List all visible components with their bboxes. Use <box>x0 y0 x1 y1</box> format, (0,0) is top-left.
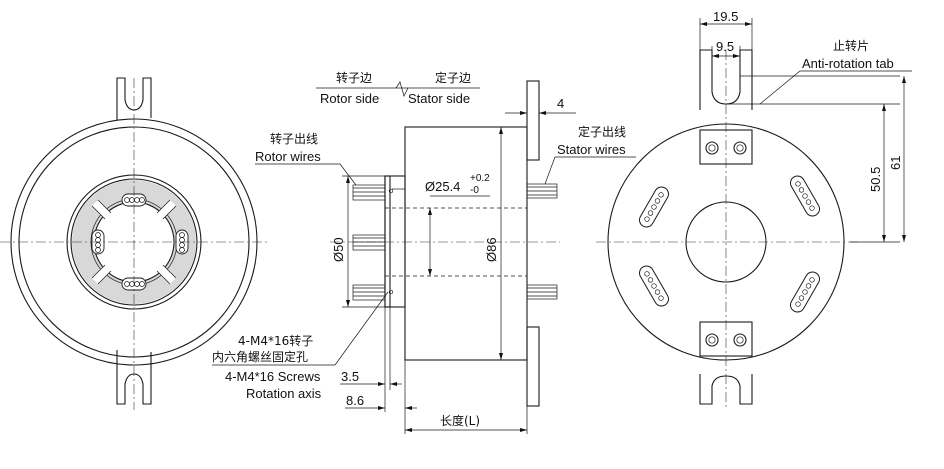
dim-bore-tol-upper: +0.2 <box>470 173 490 184</box>
left-view <box>0 77 268 410</box>
anti-rotation-cn: 止转片 <box>833 38 869 53</box>
length-label: 长度(L) <box>440 413 480 428</box>
rotor-side-cn: 转子边 <box>336 70 372 85</box>
screws-cn-1: 4-M4*16转子 <box>238 333 313 348</box>
dim-offset-a: 3.5 <box>341 369 359 384</box>
rotor-wires-cn: 转子出线 <box>270 131 318 146</box>
dim-offset-b: 8.6 <box>346 393 364 408</box>
stator-wire-bundles <box>526 183 558 300</box>
dim-height-b: 61 <box>888 156 903 170</box>
rotor-side-en: Rotor side <box>320 91 379 106</box>
dim-tab-width: 19.5 <box>713 9 738 24</box>
rotor-wires-en: Rotor wires <box>255 149 321 164</box>
stator-side-cn: 定子边 <box>435 70 471 85</box>
screws-en: 4-M4*16 Screws <box>225 369 321 384</box>
stator-wires-cn: 定子出线 <box>578 124 626 139</box>
side-view: 转子边 Rotor side 定子边 Stator side 转子出线 Roto… <box>212 70 636 434</box>
dim-flange-dia: Ø50 <box>331 237 346 262</box>
right-view: 19.5 9.5 止转片 Anti-rotation tab 50.5 61 <box>596 9 912 410</box>
dim-height-a: 50.5 <box>868 167 883 192</box>
stator-wires-en: Stator wires <box>557 142 626 157</box>
screws-cn-2: 内六角螺丝固定孔 <box>212 349 308 364</box>
dim-bore: Ø25.4 <box>425 179 460 194</box>
dim-bore-tol-lower: -0 <box>470 185 479 196</box>
dim-body-dia: Ø86 <box>484 237 499 262</box>
dim-tab-thickness: 4 <box>557 96 564 111</box>
stator-wire-ports <box>639 175 820 313</box>
stator-side-en: Stator side <box>408 91 470 106</box>
anti-rotation-en: Anti-rotation tab <box>802 56 894 71</box>
dim-slot-width: 9.5 <box>716 39 734 54</box>
rotor-wire-bundles <box>352 184 386 301</box>
rotation-axis: Rotation axis <box>246 386 322 401</box>
